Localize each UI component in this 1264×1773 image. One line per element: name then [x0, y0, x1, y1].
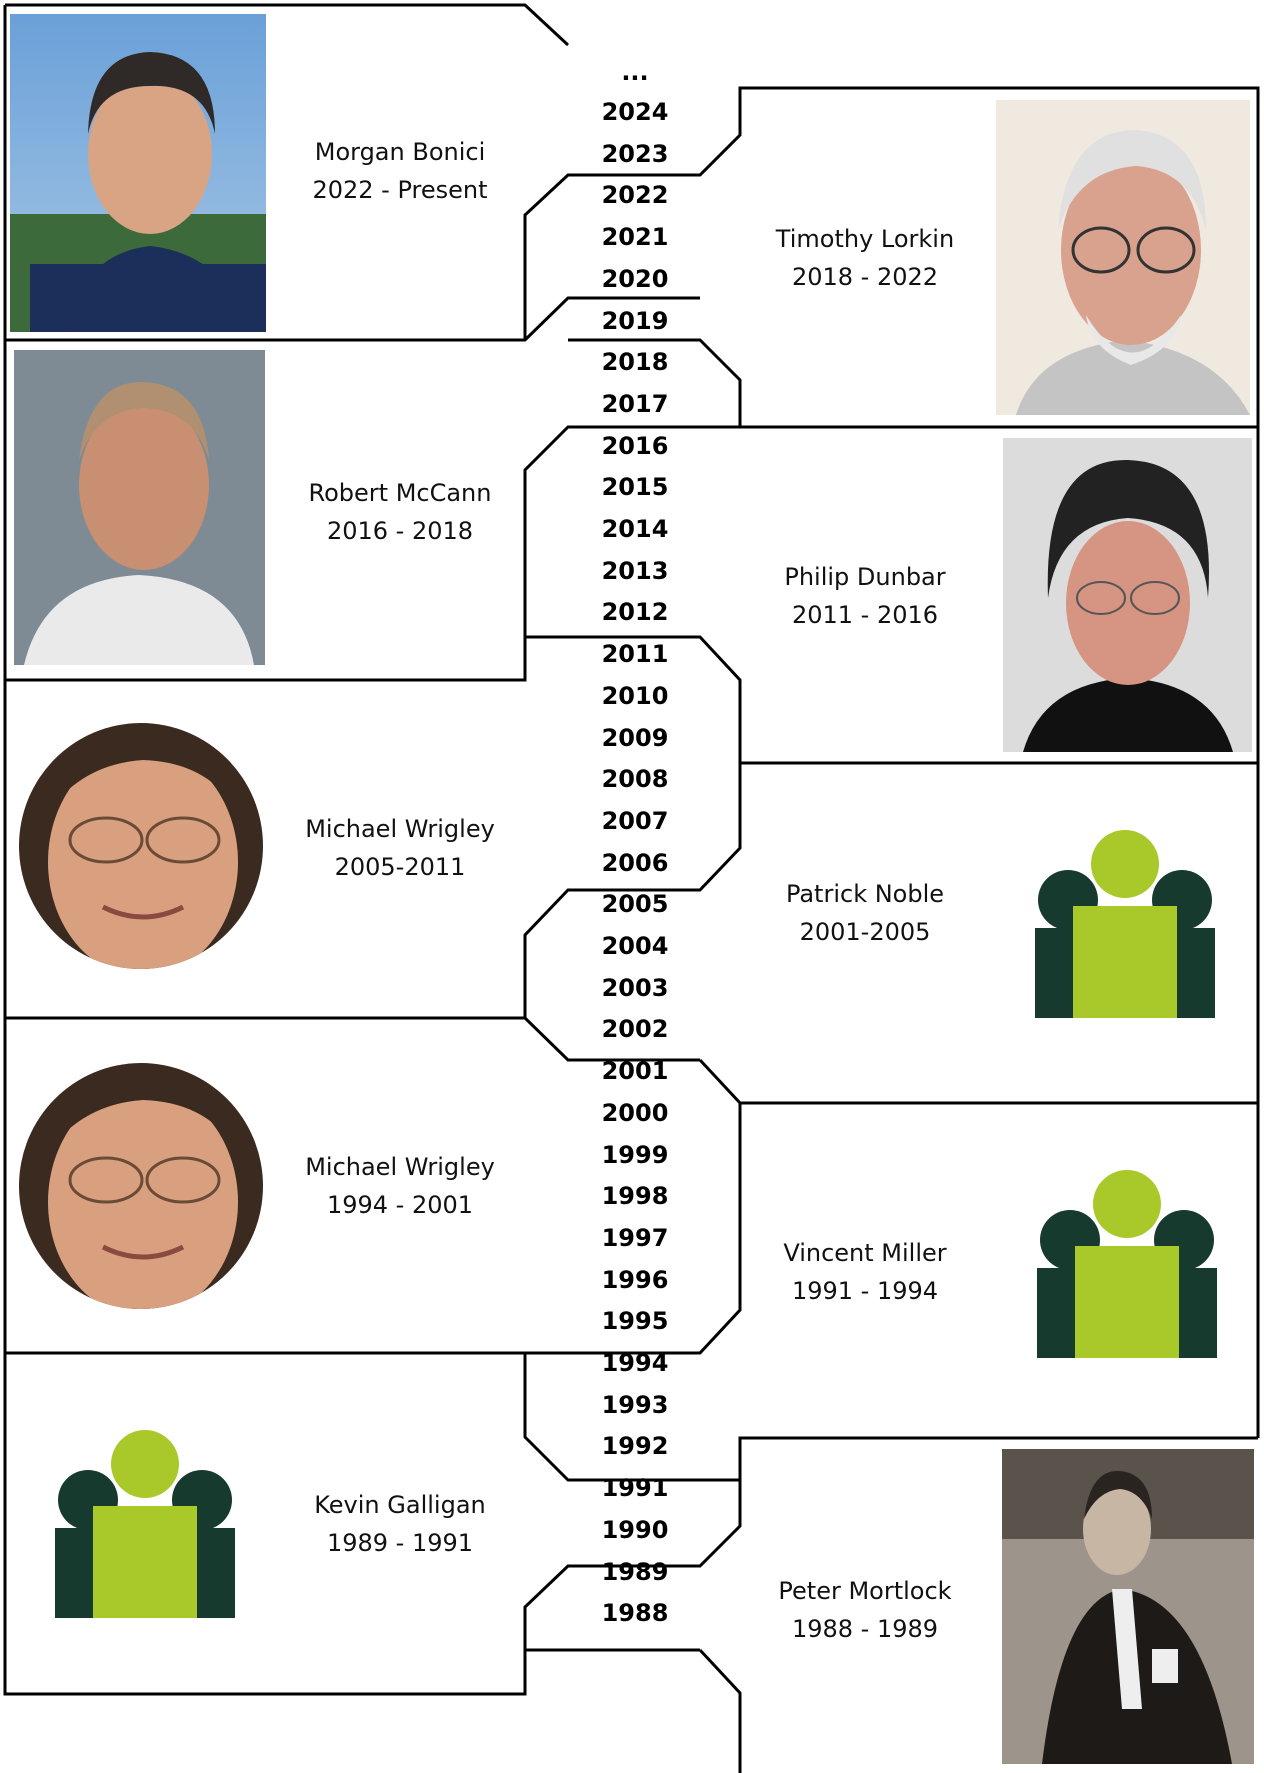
person-term: 2016 - 2018	[326, 517, 474, 545]
person-term: 2022 - Present	[312, 176, 488, 204]
person-timothy-lorkin: Timothy Lorkin 2018 - 2022	[750, 220, 980, 296]
logo-patrick-noble	[1030, 830, 1220, 1020]
year-label-2016: 2016	[601, 431, 669, 460]
year-label-2022: 2022	[601, 181, 669, 210]
person-robert-mccann: Robert McCann 2016 - 2018	[285, 474, 515, 550]
person-name: Kevin Galligan	[314, 1491, 486, 1519]
timeline-ellipsis: ...	[621, 58, 649, 86]
logo-vincent-miller	[1032, 1170, 1222, 1360]
person-term: 2011 - 2016	[791, 601, 939, 629]
year-label-1990: 1990	[601, 1515, 669, 1544]
person-kevin-galligan: Kevin Galligan 1989 - 1991	[285, 1486, 515, 1562]
person-morgan-bonici: Morgan Bonici 2022 - Present	[285, 133, 515, 209]
person-name: Michael Wrigley	[305, 1153, 495, 1181]
year-label-1991: 1991	[601, 1474, 669, 1503]
year-label-1999: 1999	[601, 1140, 669, 1169]
person-philip-dunbar: Philip Dunbar 2011 - 2016	[750, 558, 980, 634]
photo-morgan-bonici	[10, 14, 266, 332]
panel-morgan-bonici	[5, 3, 570, 47]
person-term: 1994 - 2001	[326, 1191, 474, 1219]
year-label-1989: 1989	[601, 1557, 669, 1586]
year-label-1988: 1988	[601, 1599, 669, 1628]
person-term: 2005-2011	[334, 853, 466, 881]
year-label-2019: 2019	[601, 306, 669, 335]
year-label-2010: 2010	[601, 681, 669, 710]
person-name: Peter Mortlock	[778, 1577, 952, 1605]
year-label-2017: 2017	[601, 389, 669, 418]
person-name: Philip Dunbar	[784, 563, 946, 591]
person-michael-wrigley-2005: Michael Wrigley 2005-2011	[285, 810, 515, 886]
year-label-1995: 1995	[601, 1307, 669, 1336]
year-label-2002: 2002	[601, 1015, 669, 1044]
person-term: 1988 - 1989	[791, 1615, 939, 1643]
year-label-2020: 2020	[601, 264, 669, 293]
year-label-1993: 1993	[601, 1390, 669, 1419]
person-name: Robert McCann	[308, 479, 492, 507]
panel-robert-mccann	[5, 296, 700, 342]
year-label-1994: 1994	[601, 1349, 669, 1377]
year-label-1998: 1998	[601, 1182, 669, 1211]
year-label-2023: 2023	[601, 139, 669, 168]
person-name: Vincent Miller	[783, 1239, 947, 1267]
year-label-2001: 2001	[601, 1057, 669, 1086]
year-label-2007: 2007	[601, 806, 669, 835]
year-label-2012: 2012	[601, 598, 669, 627]
year-label-1992: 1992	[601, 1432, 669, 1461]
person-vincent-miller: Vincent Miller 1991 - 1994	[750, 1234, 980, 1310]
person-term: 1989 - 1991	[326, 1529, 474, 1557]
year-label-2013: 2013	[601, 556, 669, 585]
person-michael-wrigley-1994: Michael Wrigley 1994 - 2001	[285, 1148, 515, 1224]
panel-michael-wrigley-2005	[5, 1016, 700, 1062]
year-label-2015: 2015	[601, 473, 669, 502]
person-name: Michael Wrigley	[305, 815, 495, 843]
year-label-2021: 2021	[601, 223, 669, 252]
photo-philip-dunbar	[1003, 438, 1252, 752]
year-label-2008: 2008	[601, 765, 669, 794]
photo-michael-wrigley-2005	[18, 722, 264, 970]
year-label-2011: 2011	[601, 640, 669, 669]
person-patrick-noble: Patrick Noble 2001-2005	[750, 875, 980, 951]
year-label-2000: 2000	[601, 1098, 669, 1127]
year-label-2003: 2003	[601, 973, 669, 1002]
person-term: 1991 - 1994	[791, 1277, 939, 1305]
person-peter-mortlock: Peter Mortlock 1988 - 1989	[750, 1572, 980, 1648]
year-label-2004: 2004	[601, 932, 669, 960]
person-name: Timothy Lorkin	[775, 225, 955, 253]
person-term: 2018 - 2022	[791, 263, 939, 291]
year-label-2024: 2024	[601, 98, 669, 126]
year-label-2006: 2006	[601, 848, 669, 877]
year-label-2018: 2018	[601, 348, 669, 377]
year-label-2014: 2014	[601, 515, 669, 543]
photo-peter-mortlock	[1002, 1449, 1254, 1764]
person-term: 2001-2005	[799, 918, 931, 946]
year-label-2009: 2009	[601, 723, 669, 752]
photo-michael-wrigley-1994	[18, 1062, 264, 1310]
logo-kevin-galligan	[50, 1430, 240, 1620]
year-label-2005: 2005	[601, 890, 669, 919]
person-name: Patrick Noble	[785, 880, 945, 908]
year-label-1996: 1996	[601, 1265, 669, 1294]
person-name: Morgan Bonici	[314, 138, 486, 166]
year-label-1997: 1997	[601, 1223, 669, 1252]
photo-robert-mccann	[14, 350, 265, 665]
photo-timothy-lorkin	[996, 100, 1250, 415]
